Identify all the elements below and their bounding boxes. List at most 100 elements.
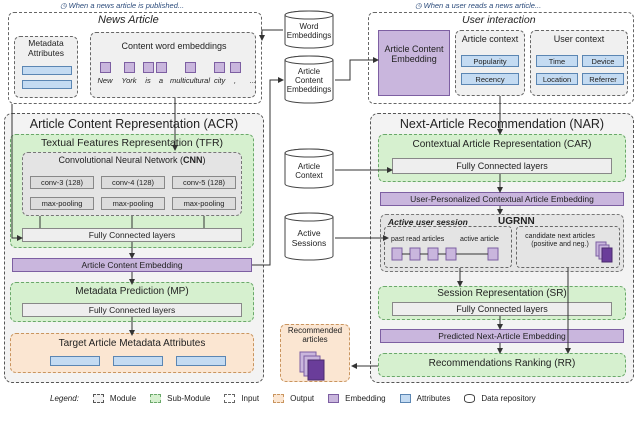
referrer-attr: Referrer bbox=[582, 73, 624, 85]
caption-reads-text: When a user reads a news article... bbox=[423, 1, 542, 10]
connector-arrow bbox=[252, 77, 284, 266]
caption-published: ◷ When a news article is published... bbox=[60, 1, 270, 10]
repo-word-embeddings: Word Embeddings bbox=[283, 10, 335, 50]
legend-label: Embedding bbox=[345, 393, 386, 403]
rr-title: Recommendations Ranking (RR) bbox=[428, 358, 576, 369]
active-article-embedding bbox=[487, 247, 499, 261]
legend-swatch bbox=[328, 393, 340, 403]
candidate-embeddings-stack bbox=[595, 241, 613, 263]
past-article-embedding bbox=[427, 247, 439, 261]
cylinder-icon bbox=[284, 148, 334, 189]
word-text: , bbox=[233, 76, 237, 85]
legend-swatch bbox=[224, 393, 236, 403]
cnn-title-prefix: Convolutional Neural Network ( bbox=[58, 155, 184, 165]
past-read-label: past read articles bbox=[391, 236, 445, 243]
legend-swatch bbox=[273, 393, 285, 403]
user-context-title: User context bbox=[553, 34, 605, 44]
word-token: , bbox=[226, 62, 244, 85]
sr-title: Session Representation (SR) bbox=[437, 288, 567, 299]
car-title: Contextual Article Representation (CAR) bbox=[412, 139, 592, 150]
word-token: is bbox=[142, 62, 154, 85]
cylinder-icon bbox=[284, 212, 334, 261]
legend-label: Sub-Module bbox=[167, 393, 211, 403]
repo-active-sessions-label: Active Sessions bbox=[291, 228, 327, 248]
news-article-box bbox=[8, 12, 262, 104]
car-fc-layers: Fully Connected layers bbox=[392, 158, 612, 174]
ugrnn-box bbox=[380, 214, 624, 272]
past-article-embedding bbox=[391, 247, 403, 261]
metadata-attr-bar bbox=[22, 80, 72, 89]
candidate-box bbox=[516, 226, 620, 268]
connector-arrow bbox=[11, 104, 23, 241]
word-embedding-square bbox=[184, 62, 196, 73]
ugrnn-title: UGRNN bbox=[498, 216, 535, 227]
user-interaction-title: User interaction bbox=[462, 14, 536, 26]
word-embedding-square bbox=[142, 62, 154, 73]
target-metadata-box bbox=[10, 333, 254, 373]
legend-label: Input bbox=[241, 393, 260, 403]
mp-fc-layers: Fully Connected layers bbox=[22, 303, 242, 317]
legend: Legend: Module Sub-Module Input Output Embedd… bbox=[50, 390, 610, 406]
repo-ace-label: Article Content Embeddings bbox=[286, 67, 332, 94]
recommended-stack bbox=[299, 351, 325, 381]
past-article-embedding bbox=[445, 247, 457, 261]
word-embedding-square bbox=[156, 62, 167, 73]
word-text: a bbox=[158, 76, 164, 85]
recommended-label: Recommended articles bbox=[287, 326, 343, 344]
repo-word-embeddings-label: Word Embeddings bbox=[286, 22, 332, 40]
word-embedding-square bbox=[99, 62, 111, 73]
word-token: ... bbox=[246, 62, 260, 85]
acr-fc-layers: Fully Connected layers bbox=[22, 228, 242, 242]
connector-arrow bbox=[335, 57, 379, 81]
clock-icon: ◷ bbox=[415, 1, 422, 10]
word-text: multicultural bbox=[169, 76, 210, 85]
word-embeddings-box bbox=[90, 32, 256, 98]
legend-swatch bbox=[150, 393, 162, 403]
word-text: ... bbox=[249, 76, 257, 85]
legend-label: Module bbox=[109, 393, 137, 403]
maxpool-layer: max-pooling bbox=[30, 197, 94, 210]
mp-title: Metadata Prediction (MP) bbox=[75, 286, 189, 297]
word-token: New bbox=[94, 62, 116, 85]
word-token: city bbox=[214, 62, 226, 85]
repo-article-context-label: Article Context bbox=[295, 162, 323, 180]
conv3-layer: conv-3 (128) bbox=[30, 176, 94, 189]
word-embedding-square bbox=[123, 62, 135, 73]
time-attr: Time bbox=[536, 55, 578, 67]
repo-article-context: Article Context bbox=[283, 148, 335, 190]
recency-attr: Recency bbox=[461, 73, 519, 85]
ace-label: Article Content Embedding bbox=[384, 44, 444, 64]
cylinder-icon bbox=[284, 55, 334, 104]
repo-active-sessions: Active Sessions bbox=[283, 212, 335, 262]
active-session-label: Active user session bbox=[388, 217, 468, 227]
caption-reads: ◷ When a user reads a news article... bbox=[415, 1, 635, 10]
cnn-title: Convolutional Neural Network (CNN) bbox=[22, 155, 242, 165]
acr-title: Article Content Representation (ACR) bbox=[29, 117, 239, 131]
location-attr: Location bbox=[536, 73, 578, 85]
maxpool-layer: max-pooling bbox=[172, 197, 236, 210]
repo-article-content-embeddings: Article Content Embeddings bbox=[283, 55, 335, 105]
legend-swatch bbox=[399, 393, 411, 403]
nar-title: Next-Article Recommendation (NAR) bbox=[399, 117, 605, 131]
word-text: York bbox=[121, 76, 137, 85]
sr-fc-layers: Fully Connected layers bbox=[392, 302, 612, 316]
legend-title: Legend: bbox=[50, 393, 79, 403]
news-article-title: News Article bbox=[98, 14, 159, 26]
caption-published-text: When a news article is published... bbox=[68, 1, 185, 10]
word-text: is bbox=[145, 76, 151, 85]
metadata-attr-bar bbox=[22, 66, 72, 75]
legend-label: Output bbox=[290, 393, 315, 403]
active-article-label: active article bbox=[460, 236, 499, 243]
device-attr: Device bbox=[582, 55, 624, 67]
conv5-layer: conv-5 (128) bbox=[172, 176, 236, 189]
cnn-title-bold: CNN bbox=[183, 155, 203, 165]
session-article-embeddings bbox=[391, 247, 499, 261]
legend-swatch bbox=[464, 393, 476, 403]
candidate-embedding bbox=[601, 247, 613, 263]
cnn-title-suffix: ) bbox=[202, 155, 206, 165]
target-attr-bar bbox=[176, 356, 226, 366]
word-text: city bbox=[214, 76, 226, 85]
ace-box bbox=[378, 30, 450, 96]
